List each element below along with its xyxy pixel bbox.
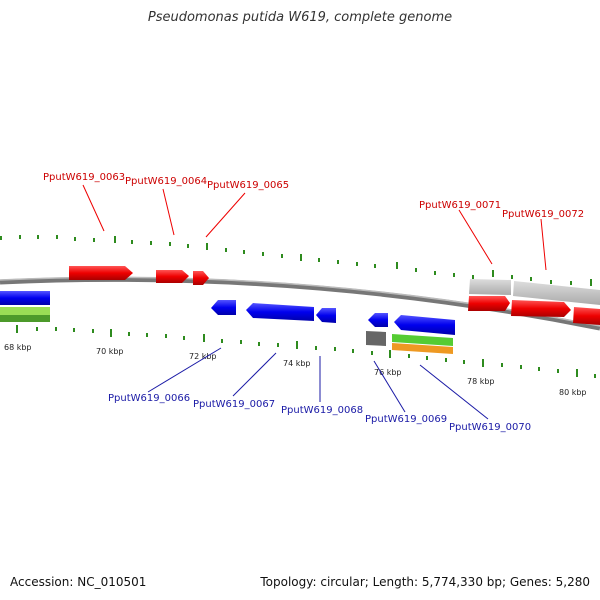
feature-track-left <box>0 307 50 322</box>
kbp-label: 70 kbp <box>96 347 124 356</box>
gene-label[interactable]: PputW619_0066 <box>108 393 190 404</box>
gene-arrow[interactable] <box>573 307 600 325</box>
gene-label[interactable]: PputW619_0063 <box>43 172 125 183</box>
gray-feature[interactable] <box>469 279 511 295</box>
bottom-gene-labels: PputW619_0066 PputW619_0067 PputW619_006… <box>108 393 531 433</box>
gray-features <box>469 279 600 305</box>
gene-label[interactable]: PputW619_0072 <box>502 209 584 220</box>
gene-arrow[interactable] <box>211 300 236 315</box>
gene-arrow[interactable] <box>511 300 571 317</box>
gene-arrow[interactable] <box>394 315 455 335</box>
gray-feature[interactable] <box>513 281 600 305</box>
gene-label[interactable]: PputW619_0069 <box>365 414 447 425</box>
bottom-tick-row <box>16 325 596 378</box>
kbp-label: 76 kbp <box>374 368 402 377</box>
accession-text: Accession: NC_010501 <box>10 575 147 589</box>
kbp-label: 78 kbp <box>467 377 495 386</box>
gene-label[interactable]: PputW619_0070 <box>449 422 531 433</box>
dark-feature[interactable] <box>366 331 386 346</box>
top-gene-labels: PputW619_0063 PputW619_0064 PputW619_006… <box>43 172 584 220</box>
gene-arrow[interactable] <box>69 266 133 280</box>
gene-arrow[interactable] <box>316 308 336 323</box>
orange-feature[interactable] <box>392 343 453 354</box>
gene-label[interactable]: PputW619_0067 <box>193 399 275 410</box>
reverse-genes <box>0 291 455 335</box>
gene-arrow[interactable] <box>0 291 50 305</box>
kbp-labels: 68 kbp 70 kbp 72 kbp 74 kbp 76 kbp 78 kb… <box>4 343 587 397</box>
gene-label[interactable]: PputW619_0065 <box>207 180 289 191</box>
gene-arrow[interactable] <box>468 296 510 311</box>
gene-arrow[interactable] <box>246 303 314 321</box>
forward-genes <box>69 266 600 325</box>
genome-summary-text: Topology: circular; Length: 5,774,330 bp… <box>260 575 590 589</box>
map-title: Pseudomonas putida W619, complete genome <box>147 10 453 25</box>
top-tick-row <box>0 235 592 286</box>
gene-label[interactable]: PputW619_0064 <box>125 176 207 187</box>
gene-arrow[interactable] <box>368 313 388 327</box>
gene-arrow[interactable] <box>193 271 209 285</box>
kbp-label: 68 kbp <box>4 343 32 352</box>
kbp-label: 72 kbp <box>189 352 217 361</box>
green-feature-dark[interactable] <box>0 315 50 322</box>
gene-label[interactable]: PputW619_0068 <box>281 405 363 416</box>
kbp-label: 80 kbp <box>559 388 587 397</box>
top-leader-lines <box>82 184 547 271</box>
gene-label[interactable]: PputW619_0071 <box>419 200 501 211</box>
kbp-label: 74 kbp <box>283 359 311 368</box>
green-feature[interactable] <box>0 307 50 315</box>
bottom-leader-lines <box>147 347 489 420</box>
feature-track-76 <box>366 331 453 354</box>
green-feature[interactable] <box>392 334 453 346</box>
gene-arrow[interactable] <box>156 270 189 283</box>
